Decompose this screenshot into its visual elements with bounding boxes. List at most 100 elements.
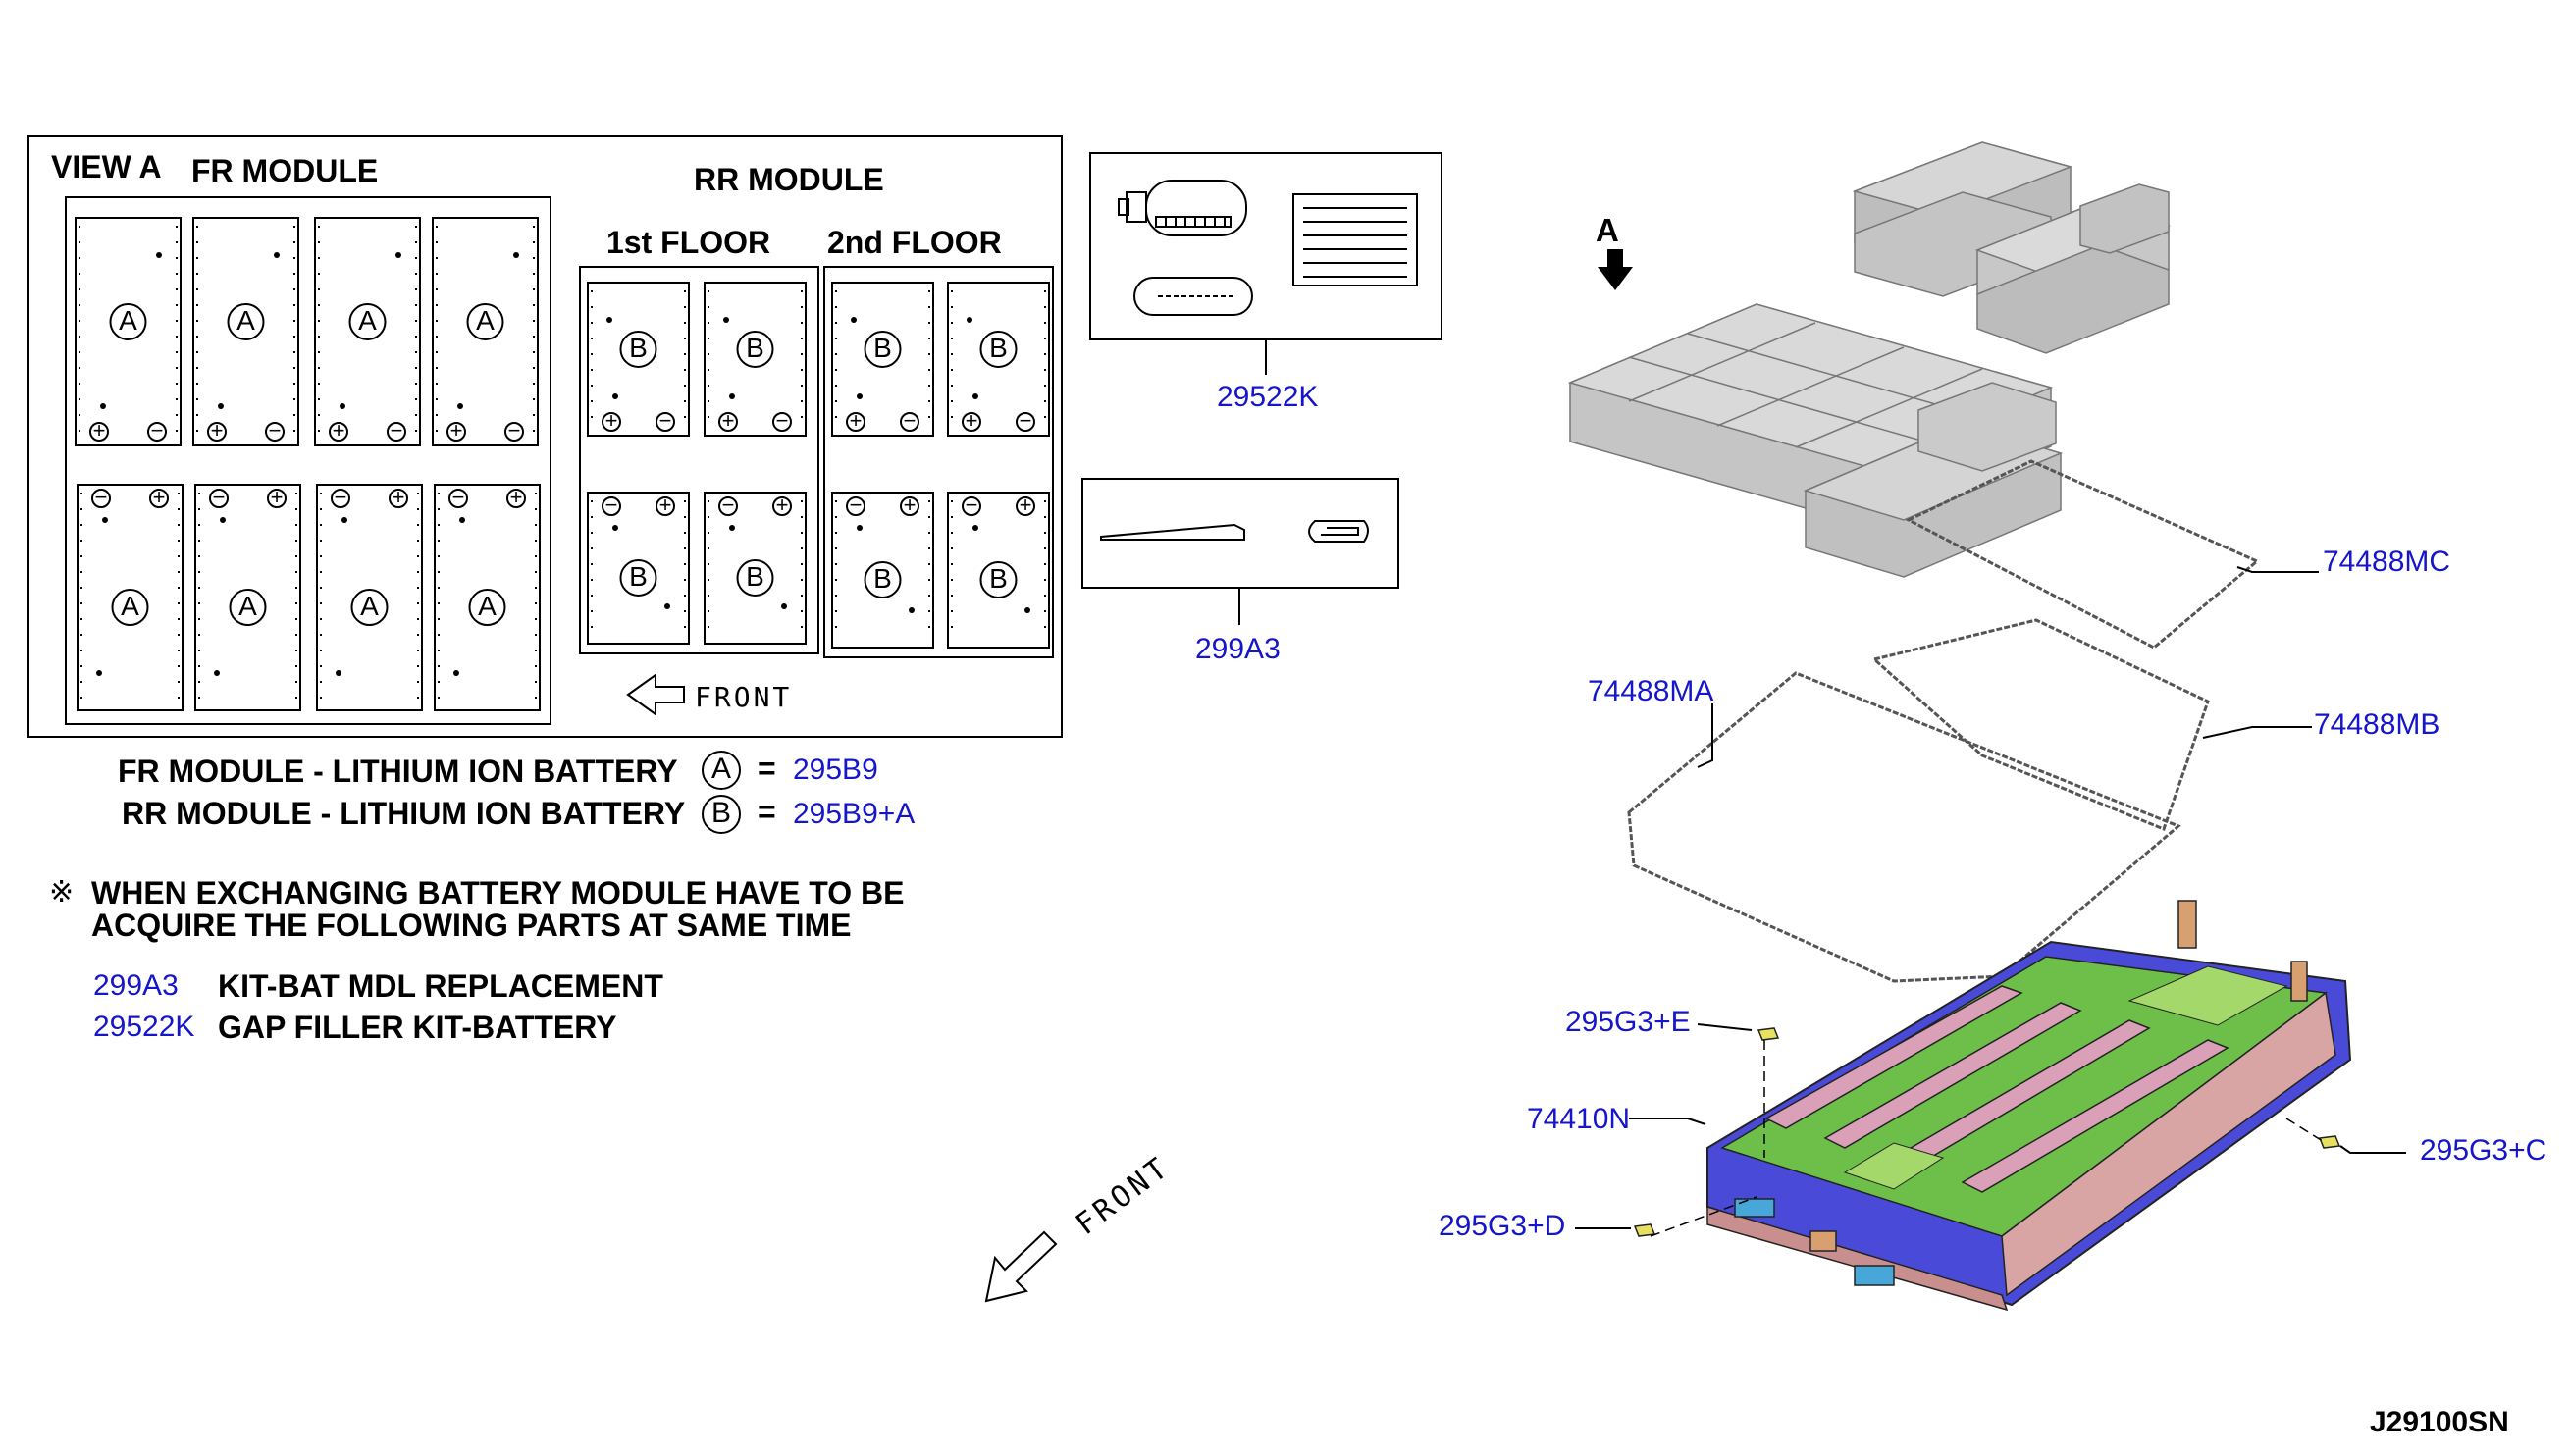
cell-letter-circle xyxy=(979,331,1018,368)
fr-module-title: FR MODULE xyxy=(191,153,379,188)
legend-fr-eq: = xyxy=(758,751,776,786)
cell-dot xyxy=(967,317,972,323)
plus-terminal-sign: + xyxy=(152,485,166,509)
plus-terminal-sign: + xyxy=(210,418,224,442)
cell-dot xyxy=(341,517,347,523)
cell-letter: A xyxy=(358,305,377,336)
cell-letter: B xyxy=(629,561,648,592)
cell-dot xyxy=(214,670,220,676)
plus-terminal-sign: + xyxy=(392,485,405,509)
cell-dot xyxy=(664,603,670,609)
minus-terminal-sign: − xyxy=(1019,408,1032,433)
leader-lines xyxy=(1575,566,2406,1229)
cell-letter-circle xyxy=(109,303,147,340)
cell-letter: B xyxy=(989,563,1008,594)
note-line-2: ACQUIRE THE FOLLOWING PARTS AT SAME TIME xyxy=(91,908,852,943)
cell-dot xyxy=(972,525,978,531)
plus-terminal-sign: + xyxy=(270,485,284,509)
cell-letter: A xyxy=(360,591,379,621)
plus-terminal xyxy=(506,489,526,508)
minus-terminal-sign: − xyxy=(849,493,863,517)
minus-terminal xyxy=(846,496,865,516)
plus-terminal xyxy=(962,412,981,432)
minus-terminal-sign: − xyxy=(268,418,282,442)
battery-cell xyxy=(192,217,299,446)
plus-terminal xyxy=(656,496,675,516)
cell-letter: A xyxy=(236,305,255,336)
cell-dot xyxy=(729,525,735,531)
note-item-code: 299A3 xyxy=(93,969,179,1002)
cell-letter: A xyxy=(119,305,137,336)
minus-terminal xyxy=(91,489,111,508)
cell-dot xyxy=(857,393,863,399)
minus-terminal xyxy=(962,496,981,516)
cell-dot xyxy=(781,603,787,609)
cell-letter: B xyxy=(629,333,648,363)
minus-terminal xyxy=(602,496,621,516)
cell-dot xyxy=(729,393,735,399)
view-a-front-label: FRONT xyxy=(695,681,793,713)
fr-module-frame xyxy=(65,196,551,725)
cell-letter: A xyxy=(121,591,139,621)
cell-letter: B xyxy=(746,561,764,592)
battery-cell xyxy=(316,484,423,711)
plus-terminal-sign: + xyxy=(1019,493,1032,517)
note-item-code: 29522K xyxy=(93,1011,195,1043)
minus-terminal-sign: − xyxy=(604,493,618,517)
plus-terminal-sign: + xyxy=(332,418,345,442)
note-item-desc: GAP FILLER KIT-BATTERY xyxy=(218,1010,617,1045)
legend-circle-b xyxy=(702,795,741,834)
legend-rr-part: 295B9+A xyxy=(793,798,916,830)
battery-cell xyxy=(704,282,807,437)
legend-rr-eq: = xyxy=(758,794,776,829)
callout-74410n: 74410N xyxy=(1527,1103,1631,1135)
minus-terminal xyxy=(900,412,919,432)
cell-dot xyxy=(972,393,978,399)
minus-terminal-sign: − xyxy=(965,493,978,517)
callout-295g3-e: 295G3+E xyxy=(1565,1006,1691,1038)
plus-terminal xyxy=(446,422,466,442)
cell-dot xyxy=(218,403,224,409)
view-a-frame xyxy=(27,135,1063,738)
plus-terminal xyxy=(89,422,109,442)
rr-first-floor-frame xyxy=(579,266,819,654)
cell-dot xyxy=(453,670,459,676)
minus-terminal xyxy=(718,496,738,516)
cell-dot xyxy=(1024,607,1030,613)
cell-dot xyxy=(340,403,345,409)
legend-fr-letter: A xyxy=(711,753,732,785)
rr-module-title: RR MODULE xyxy=(694,162,884,197)
cell-letter-circle xyxy=(736,559,774,597)
plus-terminal xyxy=(329,422,348,442)
battery-cell xyxy=(77,484,184,711)
legend-rr-text: RR MODULE - LITHIUM ION BATTERY xyxy=(122,796,686,831)
front-arrow-icon xyxy=(984,1230,1058,1303)
minus-terminal xyxy=(772,412,792,432)
minus-terminal-sign: − xyxy=(507,418,521,442)
cell-letter: A xyxy=(478,591,497,621)
plus-terminal-sign: + xyxy=(92,418,106,442)
cell-dot xyxy=(513,252,519,258)
cell-letter: A xyxy=(238,591,257,621)
minus-terminal xyxy=(147,422,167,442)
cartridge-illustration xyxy=(1118,180,1253,316)
plus-terminal xyxy=(772,496,792,516)
cell-letter-circle xyxy=(864,561,902,598)
plus-terminal xyxy=(602,412,621,432)
cell-dot xyxy=(274,252,280,258)
clip-295g3-d xyxy=(1633,1223,1656,1237)
plus-terminal xyxy=(900,496,919,516)
cell-dot xyxy=(612,525,618,531)
view-a-down-arrow-icon xyxy=(1598,249,1633,290)
clip-295g3-e xyxy=(1757,1027,1780,1041)
cell-letter-circle xyxy=(736,331,774,368)
plus-terminal xyxy=(207,422,227,442)
view-a-front-arrow xyxy=(626,673,685,716)
cell-dot xyxy=(457,403,463,409)
gap-filler-kit-code: 29522K xyxy=(1217,381,1319,413)
plus-terminal xyxy=(846,412,865,432)
minus-terminal-sign: − xyxy=(334,485,347,509)
battery-tray xyxy=(1706,900,2352,1312)
cell-letter: A xyxy=(476,305,495,336)
